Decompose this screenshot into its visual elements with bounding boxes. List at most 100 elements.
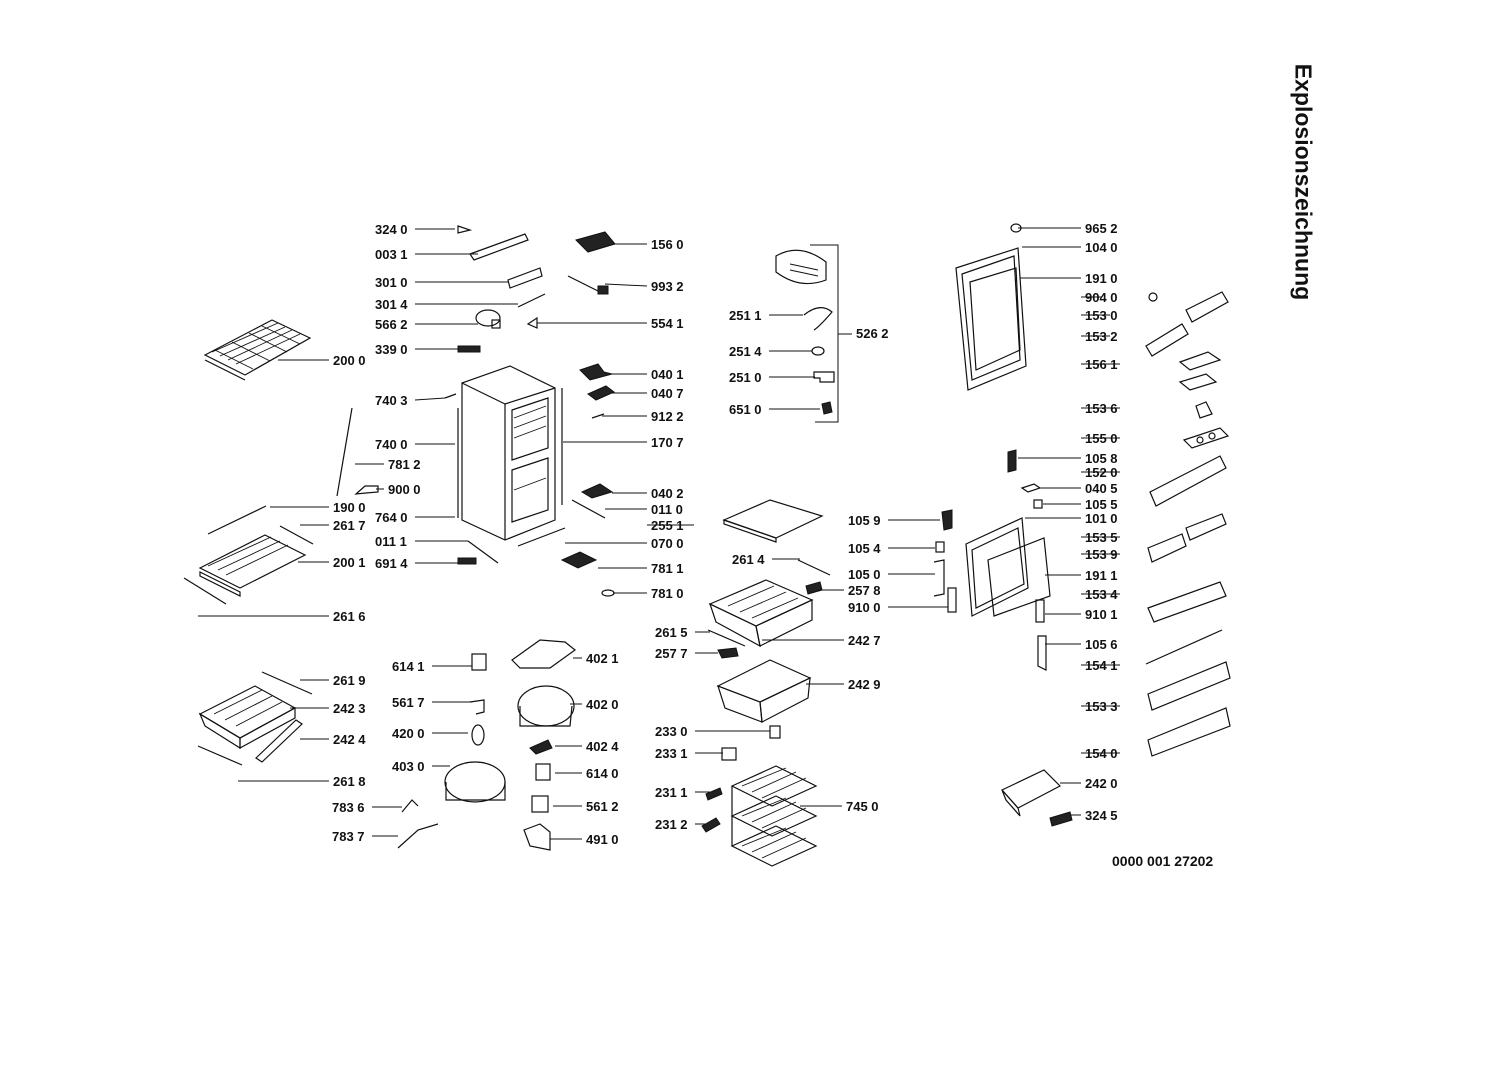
callout-7400: 740 0: [375, 437, 455, 452]
part-number-label: 261 7: [333, 518, 366, 533]
callout-4910: 491 0: [550, 832, 619, 847]
part-number-label: 191 0: [1085, 271, 1118, 286]
group-bracket: 526 2: [810, 244, 889, 423]
part-number-label: 965 2: [1085, 221, 1118, 236]
part-number-label: 764 0: [375, 510, 408, 525]
part-number-label: 003 1: [375, 247, 408, 262]
part-number-label: 420 0: [392, 726, 425, 741]
callout-7450: 745 0: [800, 799, 879, 814]
callout-6141: 614 1: [392, 659, 472, 674]
door-bins-part: [1001, 291, 1231, 827]
callout-2429: 242 9: [806, 677, 881, 692]
callout-7812: 781 2: [355, 457, 421, 472]
callout-3010: 301 0: [375, 275, 508, 290]
callout-2000: 200 0: [278, 353, 366, 368]
callout-1539: 153 9: [1081, 547, 1120, 562]
callout-2615: 261 5: [655, 625, 710, 640]
wire-baskets-part: [730, 765, 818, 867]
part-number-label: 242 9: [848, 677, 881, 692]
part-number-label: 251 4: [729, 344, 762, 359]
part-number-label: 200 1: [333, 555, 366, 570]
callout-4030: 403 0: [392, 759, 450, 774]
callout-2511: 251 1: [729, 308, 803, 323]
callout-2510: 251 0: [729, 370, 815, 385]
callout-1534: 153 4: [1081, 587, 1120, 602]
part-number-label: 242 4: [333, 732, 366, 747]
part-number-label: 783 7: [332, 829, 365, 844]
part-number-label: 301 4: [375, 297, 408, 312]
part-number-label: 155 0: [1085, 431, 1118, 446]
part-number-label: 561 2: [586, 799, 619, 814]
part-number-label: 105 0: [848, 567, 881, 582]
callout-2577: 257 7: [655, 646, 718, 661]
callout-1550: 155 0: [1081, 431, 1120, 446]
callout-1530: 153 0: [1081, 308, 1118, 323]
callout-9000: 900 0: [376, 482, 421, 497]
callout-2427: 242 7: [762, 633, 881, 648]
part-number-label: 233 0: [655, 724, 688, 739]
part-number-label: 105 9: [848, 513, 881, 528]
callout-7810: 781 0: [613, 586, 684, 601]
callout-9932: 993 2: [604, 279, 684, 294]
crisper-drawer-part: [707, 579, 814, 659]
callout-2331: 233 1: [655, 746, 723, 761]
callout-0402: 040 2: [612, 486, 684, 501]
part-number-label: 040 7: [651, 386, 684, 401]
part-number-label: 154 1: [1085, 658, 1118, 673]
part-number-label: 251 0: [729, 370, 762, 385]
callout-2312: 231 2: [655, 817, 705, 832]
part-number-label: 153 0: [1085, 308, 1118, 323]
callout-6140: 614 0: [555, 766, 619, 781]
part-number-label: 261 9: [333, 673, 366, 688]
part-number-label: 402 1: [586, 651, 619, 666]
part-number-label: 153 3: [1085, 699, 1118, 714]
vegetable-drawer-part: [716, 659, 812, 723]
callout-2616: 261 6: [198, 609, 366, 624]
part-number-label: 156 1: [1085, 357, 1118, 372]
part-number-label: 781 0: [651, 586, 684, 601]
callout-1058: 105 8: [1018, 451, 1118, 466]
callout-1010: 101 0: [1025, 511, 1118, 526]
part-number-label: 561 7: [392, 695, 425, 710]
callout-7837: 783 7: [332, 829, 398, 844]
callout-1560: 156 0: [613, 237, 684, 252]
part-number-label: 153 9: [1085, 547, 1118, 562]
wire-shelf-part: [203, 319, 312, 381]
callout-1050: 105 0: [848, 567, 935, 582]
thermostat-group-part: [775, 249, 835, 415]
part-number-label: 104 0: [1085, 240, 1118, 255]
callout-1540: 154 0: [1081, 746, 1120, 761]
callout-0031: 003 1: [375, 247, 478, 262]
callout-2578: 257 8: [818, 583, 881, 598]
part-number-label: 251 1: [729, 308, 762, 323]
part-number-label: 153 2: [1085, 329, 1118, 344]
part-number-label: 904 0: [1085, 290, 1118, 305]
callout-1541: 154 1: [1081, 658, 1120, 673]
part-number-label: 154 0: [1085, 746, 1118, 761]
callout-9122: 912 2: [602, 409, 684, 424]
callout-6914: 691 4: [375, 556, 458, 571]
part-number-label: 910 1: [1085, 607, 1118, 622]
callout-2614: 261 4: [732, 552, 800, 567]
callout-1910: 191 0: [1020, 271, 1118, 286]
callout-2618: 261 8: [238, 774, 366, 789]
part-number-label: 651 0: [729, 402, 762, 417]
callout-2619: 261 9: [300, 673, 366, 688]
callout-2424: 242 4: [300, 732, 366, 747]
lower-drawer-part: [197, 671, 313, 766]
callout-3240: 324 0: [375, 222, 455, 237]
callout-1040: 104 0: [1022, 240, 1118, 255]
part-number-label: 912 2: [651, 409, 684, 424]
callout-1056: 105 6: [1045, 637, 1118, 652]
part-number-label: 231 2: [655, 817, 688, 832]
part-number-label: 242 0: [1085, 776, 1118, 791]
callout-9100: 910 0: [848, 600, 948, 615]
part-number-label: 105 5: [1085, 497, 1118, 512]
callout-0111: 011 1: [375, 534, 468, 549]
part-number-label: 781 1: [651, 561, 684, 576]
callout-2330: 233 0: [655, 724, 770, 739]
part-number-label: 783 6: [332, 800, 365, 815]
callout-4021: 402 1: [573, 651, 619, 666]
